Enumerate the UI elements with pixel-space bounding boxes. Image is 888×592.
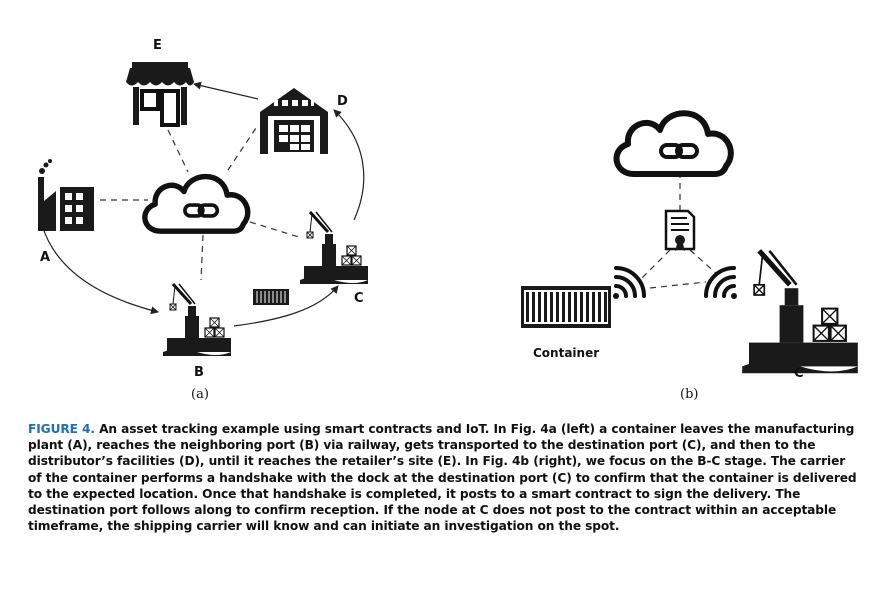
panel-a-sublabel: (a) [191, 387, 209, 402]
caption-text: An asset tracking example using smart co… [28, 422, 857, 534]
flow-arrows [41, 81, 365, 327]
node-label-b: B [194, 365, 204, 380]
warehouse-icon [260, 88, 328, 154]
dashed-links [100, 124, 303, 281]
port-crane-icon [298, 210, 370, 286]
train-icon [253, 289, 289, 305]
wireless-signal-icon [704, 266, 737, 299]
figure-canvas: E D A C B (a) [38, 38, 888, 402]
panel-b-sublabel: (b) [680, 387, 698, 402]
dashed-links [637, 172, 719, 289]
shipping-container-icon [521, 286, 611, 328]
node-label-e: E [153, 38, 162, 53]
node-label-a: A [40, 250, 50, 265]
node-label-c: C [354, 291, 364, 306]
contract-document-icon [664, 209, 696, 251]
port-crane-icon [161, 282, 233, 358]
factory-icon [38, 159, 94, 231]
cloud-link-icon [145, 177, 248, 232]
store-icon [126, 62, 194, 127]
node-label-c: C [794, 366, 804, 381]
port-crane-icon [742, 251, 858, 373]
panel-b: Container C (b) [521, 113, 858, 402]
figure-caption: FIGURE 4. An asset tracking example usin… [28, 421, 860, 534]
cloud-link-icon [617, 113, 731, 174]
panel-a: E D A C B (a) [38, 38, 370, 402]
caption-head: FIGURE 4. [28, 422, 95, 436]
wireless-signal-icon [613, 266, 646, 299]
container-label: Container [533, 346, 599, 360]
node-label-d: D [337, 94, 348, 109]
